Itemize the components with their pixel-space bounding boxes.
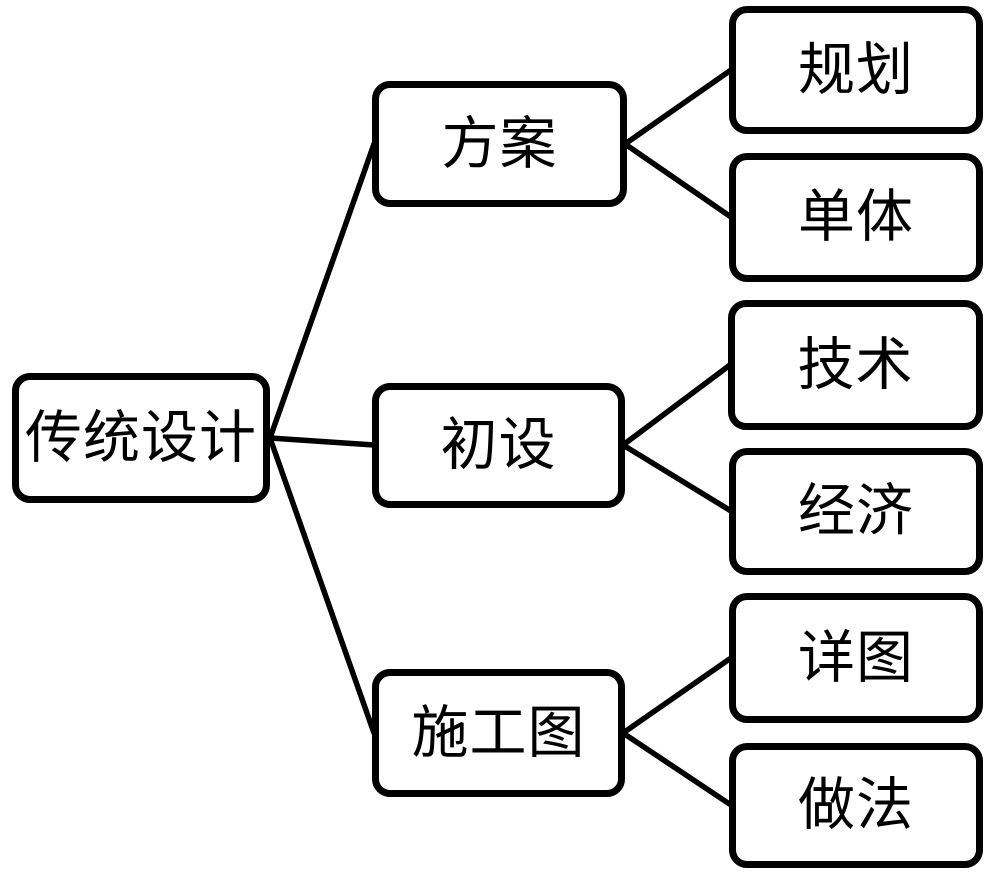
connector-preliminary-economic — [620, 442, 734, 514]
node-label: 经济 — [798, 480, 914, 543]
connector-construction-method — [620, 730, 734, 808]
leaf-node-technical: 技术 — [728, 300, 983, 430]
connector-root-construction-drawing — [267, 435, 377, 736]
node-label: 单体 — [798, 186, 914, 249]
leaf-node-economic: 经济 — [729, 448, 983, 575]
connector-root-scheme — [267, 141, 377, 441]
connector-construction-detail-drawing — [620, 655, 734, 736]
node-construction-drawing: 施工图 — [372, 669, 625, 797]
node-preliminary-design: 初设 — [372, 383, 625, 508]
node-label: 传统设计 — [25, 406, 257, 470]
node-root-traditional-design: 传统设计 — [12, 373, 270, 503]
leaf-node-single-building: 单体 — [729, 153, 983, 282]
leaf-node-detail-drawing: 详图 — [729, 593, 983, 723]
connector-scheme-planning — [622, 67, 734, 147]
node-label: 施工图 — [411, 701, 586, 765]
connector-preliminary-technical — [620, 362, 733, 448]
node-label: 做法 — [798, 774, 914, 837]
leaf-node-planning: 规划 — [729, 6, 983, 134]
node-label: 技术 — [797, 333, 914, 397]
node-label: 方案 — [441, 112, 558, 176]
connector-root-preliminary-design — [267, 435, 377, 448]
leaf-node-construction-method: 做法 — [729, 743, 983, 868]
node-scheme: 方案 — [372, 81, 627, 207]
node-label: 初设 — [440, 414, 557, 477]
connector-scheme-single-building — [622, 141, 734, 220]
node-label: 规划 — [798, 38, 914, 102]
node-label: 详图 — [798, 626, 914, 690]
